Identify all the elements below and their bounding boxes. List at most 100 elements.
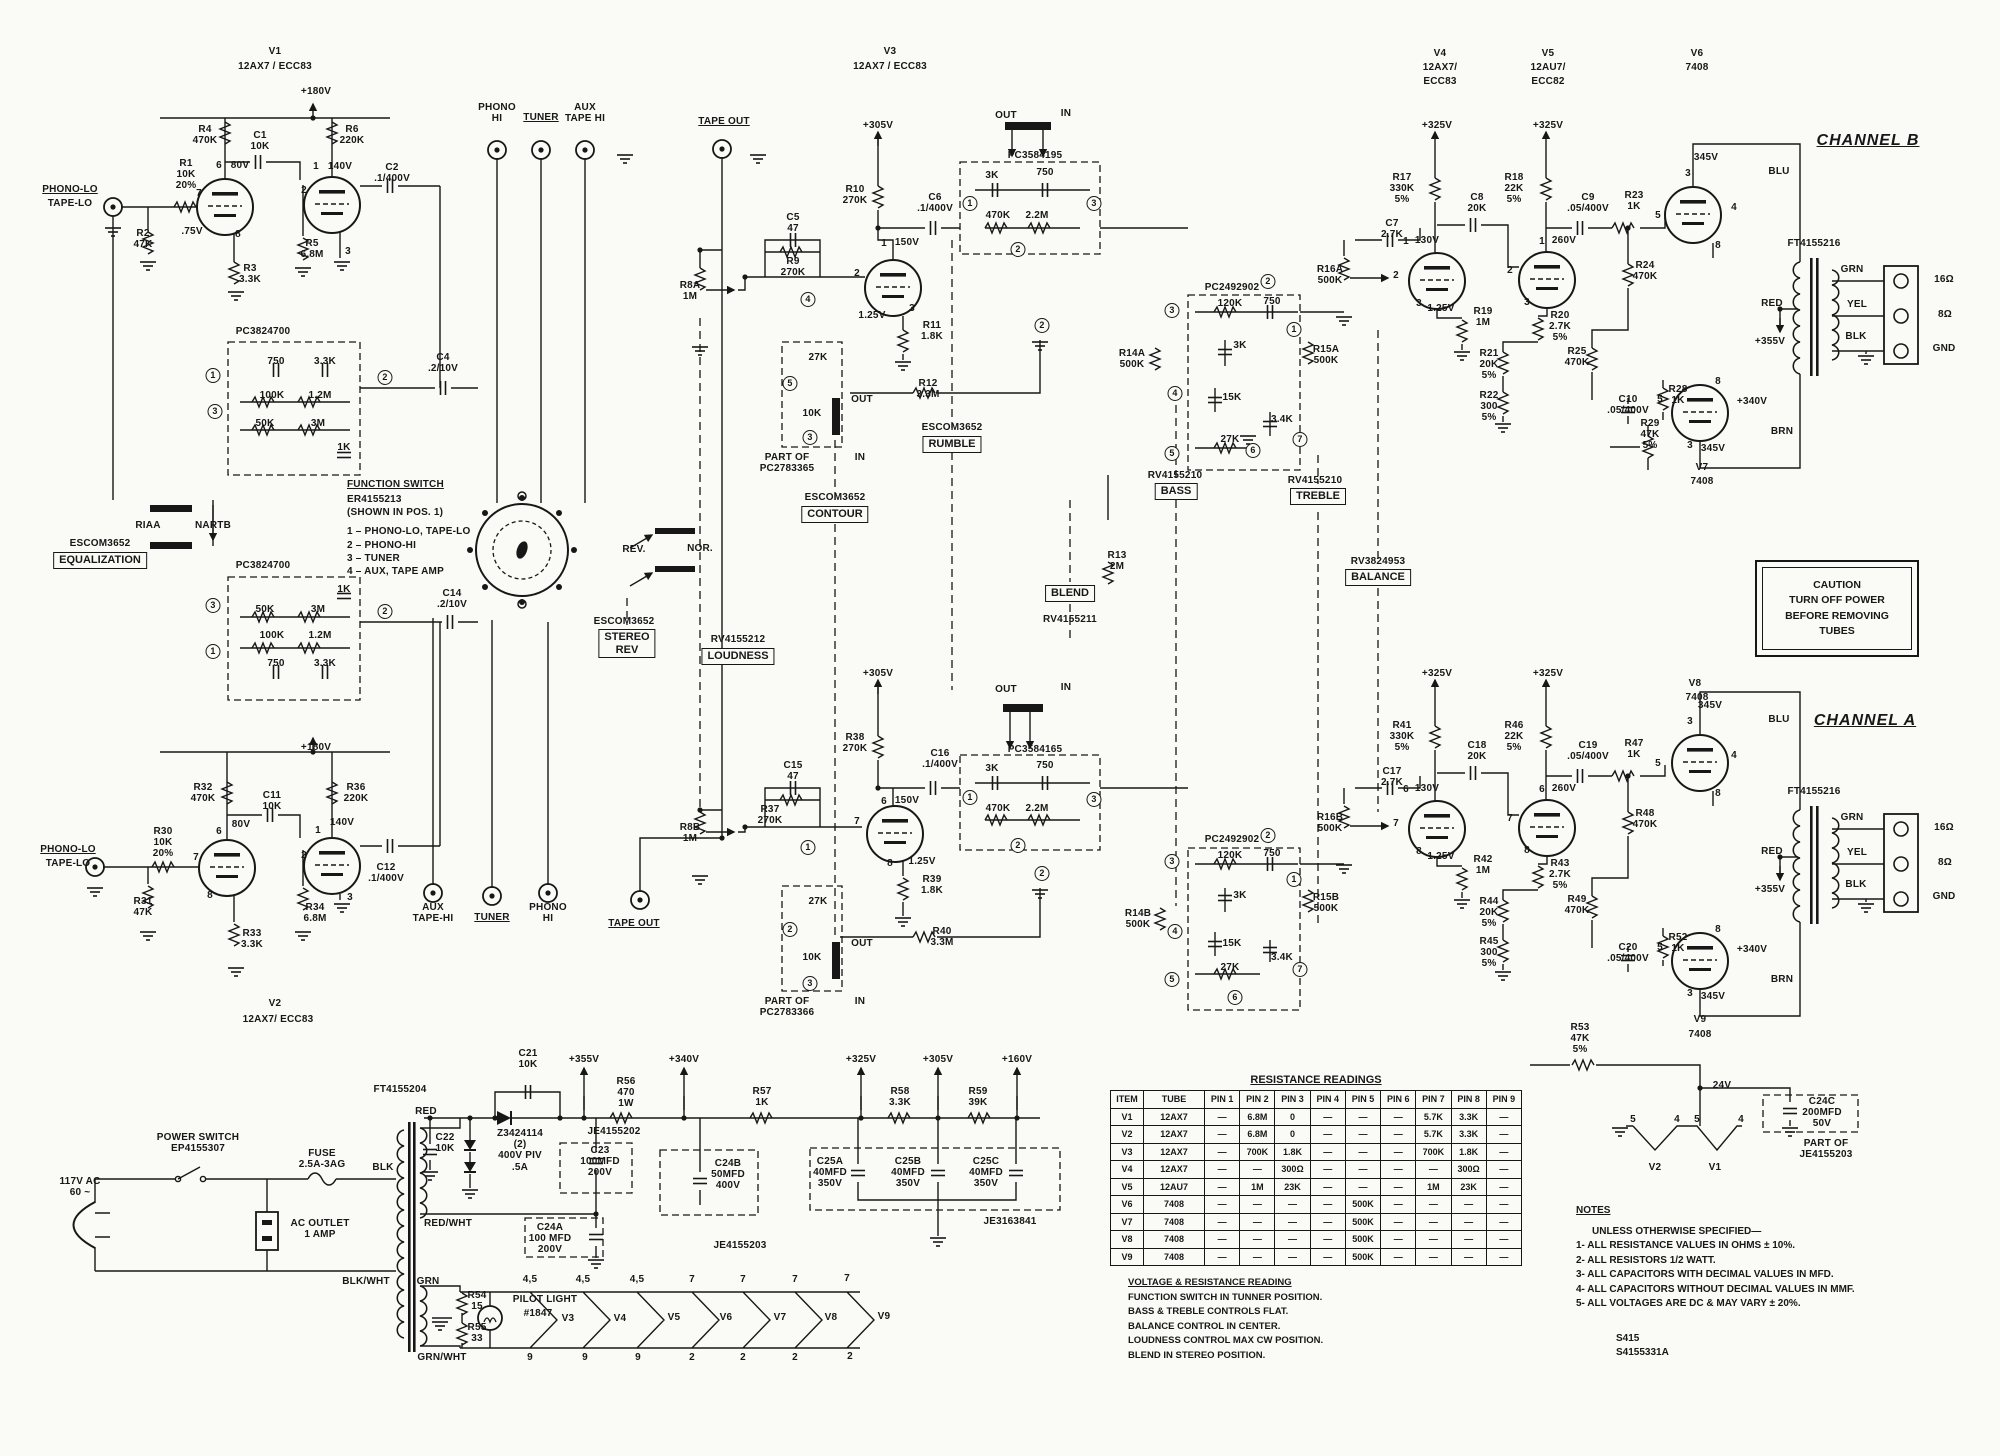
circled-pin-number: 2: [1034, 318, 1050, 333]
schematic-label: IN: [1060, 108, 1072, 119]
schematic-label: C8 20K: [1467, 192, 1487, 215]
mechanical-link-lines: [626, 240, 1379, 940]
power-switch-contact: [199, 1175, 207, 1183]
schematic-label: +340V: [1736, 396, 1768, 407]
table-cell: 500K: [1344, 1195, 1382, 1214]
schematic-label: CHANNEL B: [1816, 132, 1920, 149]
table-cell: —: [1380, 1107, 1417, 1126]
schematic-label: +355V: [568, 1054, 600, 1065]
table-cell: —: [1450, 1195, 1487, 1214]
control-box-stereo-rev: STEREO REV: [598, 629, 656, 659]
schematic-label: IN: [854, 996, 866, 1007]
schematic-label: C14 .2/10V: [436, 588, 468, 611]
schematic-label: 3K: [985, 763, 999, 774]
schematic-label: 1.25V: [858, 310, 886, 321]
table-cell: —: [1309, 1142, 1346, 1161]
schematic-label: V7: [1695, 462, 1709, 473]
circled-pin-number: 3: [1164, 303, 1180, 318]
circled-pin-number: 3: [1086, 792, 1102, 807]
schematic-label: 4: [1731, 202, 1737, 213]
schematic-label: 100K: [259, 630, 285, 641]
schematic-label: R56 470 1W: [616, 1076, 636, 1110]
schematic-label: R58 3.3K: [889, 1086, 911, 1109]
schematic-label: R45 300 5%: [1479, 936, 1499, 970]
schematic-label: JE3163841: [983, 1216, 1037, 1227]
schematic-label: 8: [1416, 846, 1422, 857]
table-cell: —: [1380, 1160, 1417, 1179]
function-switch-rotary[interactable]: [467, 491, 577, 609]
schematic-label: RV3824953: [1350, 556, 1406, 567]
table-cell: V7: [1110, 1212, 1144, 1231]
table-cell: —: [1485, 1125, 1523, 1144]
schematic-label: C1 10K: [250, 130, 270, 153]
schematic-label: 27K: [808, 896, 828, 907]
circled-pin-number: 3: [205, 598, 221, 613]
schematic-label: 1 – PHONO-LO, TAPE-LO: [347, 526, 471, 537]
schematic-label: 6: [1539, 784, 1545, 795]
circled-pin-number: 1: [962, 196, 978, 211]
schematic-label: 12AU7/: [1530, 62, 1566, 73]
table-cell: 6.8M: [1239, 1107, 1276, 1126]
schematic-label: V1: [268, 46, 282, 57]
caution-line: TUBES: [1819, 624, 1855, 637]
schematic-label: GRN: [1840, 812, 1864, 823]
circled-pin-number: 7: [1292, 962, 1308, 977]
schematic-label: ESCOM3652: [921, 422, 983, 433]
schematic-label: 8: [1715, 924, 1721, 935]
table-cell: —: [1380, 1212, 1417, 1231]
schematic-label: 345V: [1700, 991, 1726, 1002]
schematic-label: R15B 500K: [1312, 892, 1340, 915]
table-cell: V9: [1110, 1247, 1144, 1266]
schematic-label: PC3824700: [235, 560, 291, 571]
schematic-label: PART OF PC2783366: [759, 996, 815, 1019]
schematic-label: BRN: [1770, 426, 1794, 437]
schematic-label: 2: [792, 1352, 798, 1363]
schematic-label: RED: [1761, 298, 1783, 309]
schematic-label: R54 15: [467, 1290, 487, 1313]
control-box-treble: TREBLE: [1290, 488, 1346, 505]
circled-pin-number: 3: [207, 404, 223, 419]
schematic-label: AUX TAPE HI: [564, 102, 606, 125]
table-cell: 7408: [1143, 1195, 1205, 1214]
circled-pin-number: 2: [1010, 242, 1026, 257]
schematic-label: C25A 40MFD 350V: [813, 1156, 847, 1190]
table-cell: 7408: [1143, 1212, 1205, 1231]
schematic-label: R28 1K: [1668, 384, 1688, 407]
schematic-label: 50K: [255, 418, 275, 429]
schematic-label: 7: [196, 188, 202, 199]
schematic-label: GRN/WHT: [417, 1352, 467, 1363]
table-cell: —: [1309, 1125, 1346, 1144]
schematic-label: 24V: [1712, 1080, 1732, 1091]
arrow-lines: [208, 102, 1785, 1110]
schematic-label: PILOT LIGHT: [512, 1294, 578, 1305]
schematic-label: 3.3K: [314, 658, 336, 669]
schematic-label: R11 1.8K: [921, 320, 943, 343]
schematic-label: C5 47: [786, 212, 800, 235]
table-cell: 12AU7: [1143, 1177, 1205, 1196]
schematic-label: 3 – TUNER: [347, 553, 400, 564]
schematic-label: R53 47K 5%: [1570, 1022, 1590, 1056]
schematic-label: 750: [267, 658, 285, 669]
schematic-label: R37 270K: [757, 804, 783, 827]
table-cell: 1M: [1415, 1177, 1452, 1196]
schematic-label: OUT: [851, 938, 873, 949]
schematic-label: 4,5: [629, 1274, 645, 1285]
schematic-label: 120K: [1217, 850, 1243, 861]
schematic-label: C6 .1/400V: [917, 192, 953, 215]
control-box-balance: BALANCE: [1345, 569, 1411, 586]
schematic-label: C25B 40MFD 350V: [891, 1156, 925, 1190]
table-cell: —: [1380, 1177, 1417, 1196]
schematic-label: 2: [301, 185, 307, 196]
schematic-label: Z3424114 (2) 400V PIV .5A: [496, 1128, 544, 1173]
schematic-label: 3K: [985, 170, 999, 181]
schematic-label: ESCOM3652: [804, 492, 866, 503]
note-item: 3- ALL CAPACITORS WITH DECIMAL VALUES IN…: [1576, 1269, 1834, 1280]
output-transformer-channel-a: [1792, 806, 1919, 924]
schematic-label: 27K: [1220, 434, 1240, 445]
schematic-label: 5: [1694, 1114, 1700, 1125]
schematic-label: V2: [268, 998, 282, 1009]
schematic-label: 1K: [337, 442, 351, 453]
zener-diodes-icon: [464, 1140, 476, 1173]
schematic-label: 3.3K: [314, 356, 336, 367]
